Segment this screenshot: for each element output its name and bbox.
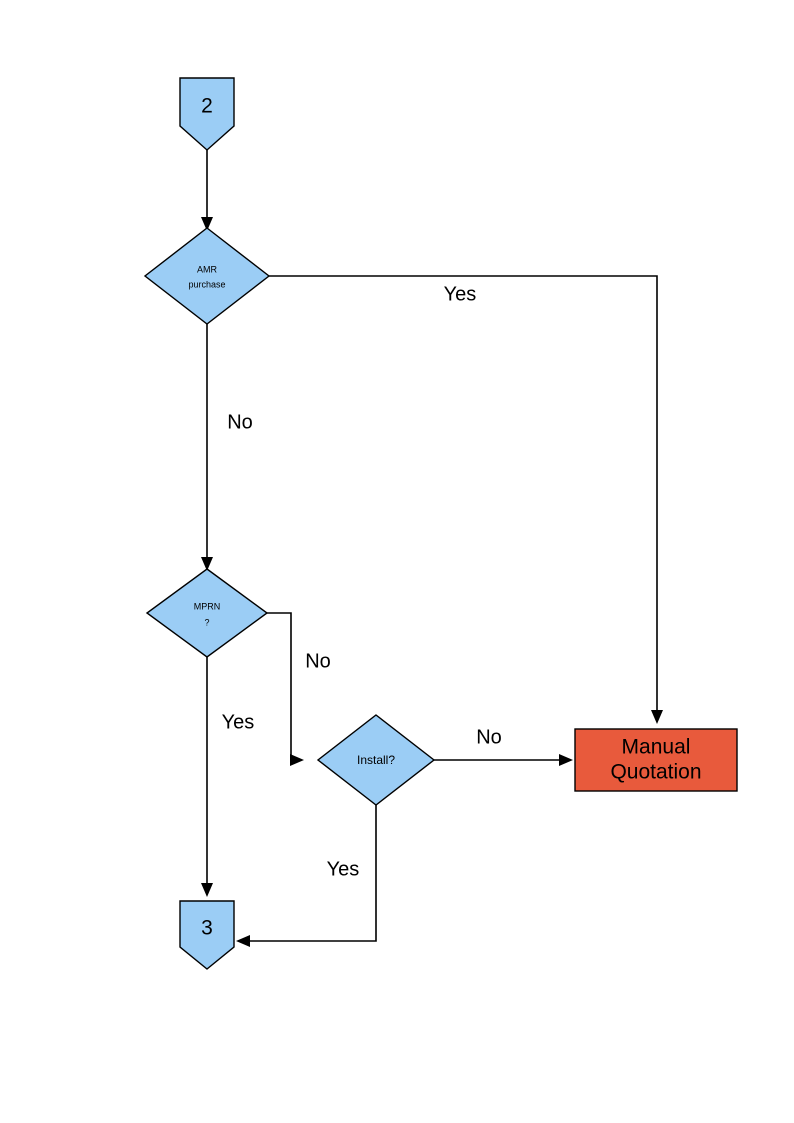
node-connector-in-label: 2	[201, 95, 213, 118]
node-manual-quotation-label-line2: Quotation	[610, 761, 701, 784]
arrowhead-down	[201, 883, 213, 897]
node-decision-mprn[interactable]: MPRN ?	[145, 568, 269, 658]
edge-mprn-no-line	[267, 612, 292, 760]
arrowhead-down	[201, 557, 213, 571]
arrowhead-right	[290, 754, 304, 766]
rectangle-shape	[574, 728, 738, 792]
arrowhead-down	[201, 217, 213, 231]
edge-label-mprn-no: No	[305, 650, 331, 672]
pentagon-shape	[179, 900, 235, 970]
edge-label-amr-no: No	[227, 411, 253, 433]
node-mprn-label-line2: ?	[204, 617, 209, 627]
node-connector-in[interactable]: 2	[179, 77, 235, 151]
node-manual-quotation-label-line1: Manual	[622, 736, 691, 759]
edge-label-mprn-yes: Yes	[222, 711, 255, 733]
arrowhead-down	[651, 710, 663, 724]
node-process-manual-quotation[interactable]: Manual Quotation	[574, 728, 738, 792]
pentagon-shape	[179, 77, 235, 151]
node-decision-install[interactable]: Install?	[316, 714, 436, 806]
arrowhead-left	[236, 935, 250, 947]
edge-amr-yes-line	[269, 275, 658, 713]
edge-mprn-no-to-install: No	[267, 612, 331, 766]
edge-install-yes-to-3: Yes	[236, 805, 377, 947]
node-install-label: Install?	[357, 753, 395, 767]
edges-layer: Manual Quotation --> Yes MPRN --> No Ins…	[201, 150, 663, 947]
edge-label-install-no: No	[476, 726, 502, 748]
node-connector-out[interactable]: 3	[179, 900, 235, 970]
edge-label-install-yes: Yes	[327, 858, 360, 880]
edge-amr-yes-to-manual: Yes	[269, 275, 663, 724]
node-amr-label-line2: purchase	[188, 279, 225, 289]
diamond-shape	[143, 227, 271, 325]
edge-amr-no-to-mprn: No	[201, 324, 253, 571]
edge-install-yes-line	[248, 805, 377, 942]
edge-label-amr-yes: Yes	[444, 283, 477, 305]
arrowhead-right	[559, 754, 573, 766]
diamond-shape	[316, 714, 436, 806]
node-mprn-label-line1: MPRN	[194, 601, 221, 611]
node-amr-label-line1: AMR	[197, 264, 218, 274]
edge-install-no-to-manual: No	[434, 726, 573, 766]
nodes-layer: 2 AMR purchase MPRN ? Install?	[143, 77, 738, 970]
edge-2-to-amr	[201, 150, 213, 231]
node-decision-amr-purchase[interactable]: AMR purchase	[143, 227, 271, 325]
node-connector-out-label: 3	[201, 917, 213, 940]
edge-mprn-yes-to-3: Yes	[201, 657, 254, 897]
diamond-shape	[145, 568, 269, 658]
